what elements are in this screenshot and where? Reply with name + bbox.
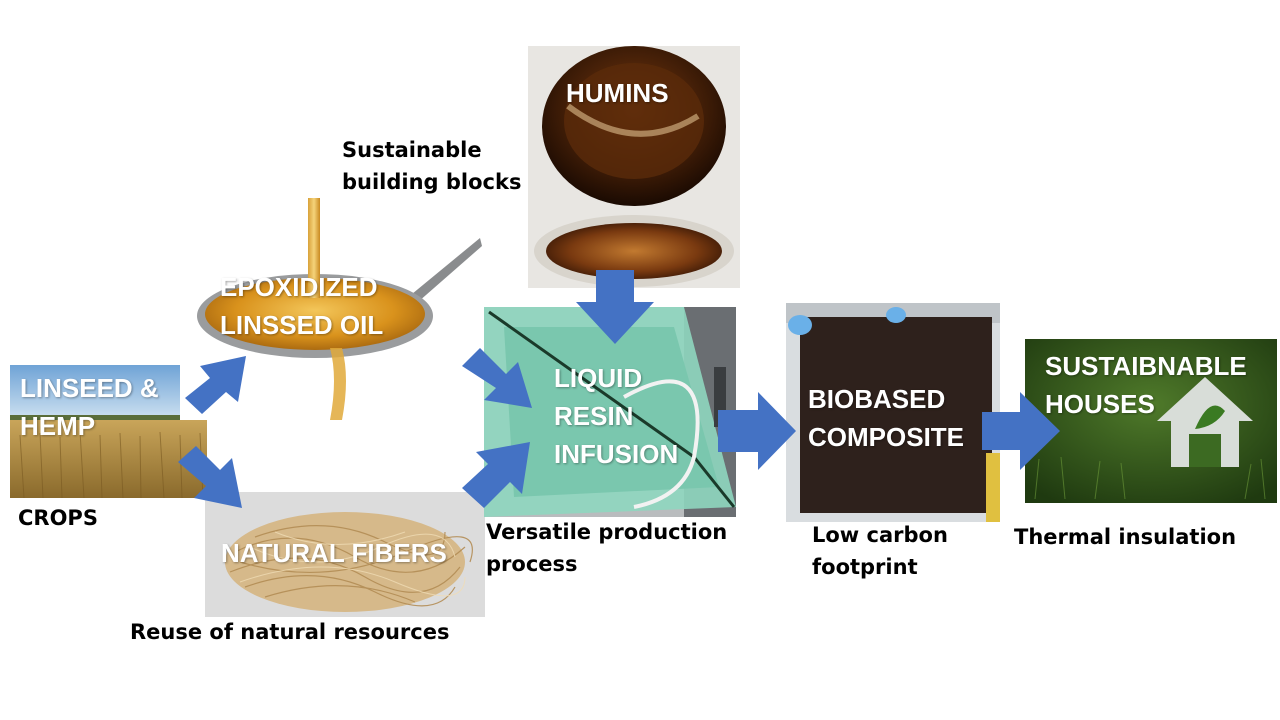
infusion-image: LIQUID RESIN INFUSION xyxy=(484,307,736,517)
oil-label: EPOXIDIZED LINSSED OIL xyxy=(220,272,384,340)
humins-image: HUMINS xyxy=(528,46,740,288)
fibers-label: NATURAL FIBERS xyxy=(221,538,447,568)
houses-image: SUSTAIBNABLE HOUSES xyxy=(1025,339,1277,503)
fibers-image: NATURAL FIBERS xyxy=(205,492,485,617)
humins-caption: Sustainable building blocks xyxy=(342,138,522,194)
fibers-caption: Reuse of natural resources xyxy=(130,620,450,644)
houses-label: SUSTAIBNABLE HOUSES xyxy=(1045,351,1247,419)
houses-caption: Thermal insulation xyxy=(1014,525,1237,549)
arrow-humins-to-infusion xyxy=(576,270,654,344)
infusion-caption: Versatile production process xyxy=(486,520,728,576)
infusion-label: LIQUID RESIN INFUSION xyxy=(554,363,679,469)
composite-image: BIOBASED COMPOSITE xyxy=(786,303,1000,522)
humins-label: HUMINS xyxy=(566,78,669,108)
composite-label: BIOBASED COMPOSITE xyxy=(808,384,965,452)
arrow-composite-to-houses xyxy=(982,392,1060,470)
composite-caption: Low carbon footprint xyxy=(812,523,948,579)
arrow-oil-to-infusion xyxy=(462,348,532,408)
crops-label: LINSEED & HEMP xyxy=(20,373,159,441)
crops-caption: CROPS xyxy=(18,506,98,530)
crops-image: LINSEED & HEMP xyxy=(10,365,207,498)
arrow-infusion-to-composite xyxy=(718,392,796,470)
arrow-crops-to-fibers xyxy=(178,446,242,508)
arrow-fibers-to-infusion xyxy=(462,442,530,508)
arrow-crops-to-oil xyxy=(185,356,246,414)
